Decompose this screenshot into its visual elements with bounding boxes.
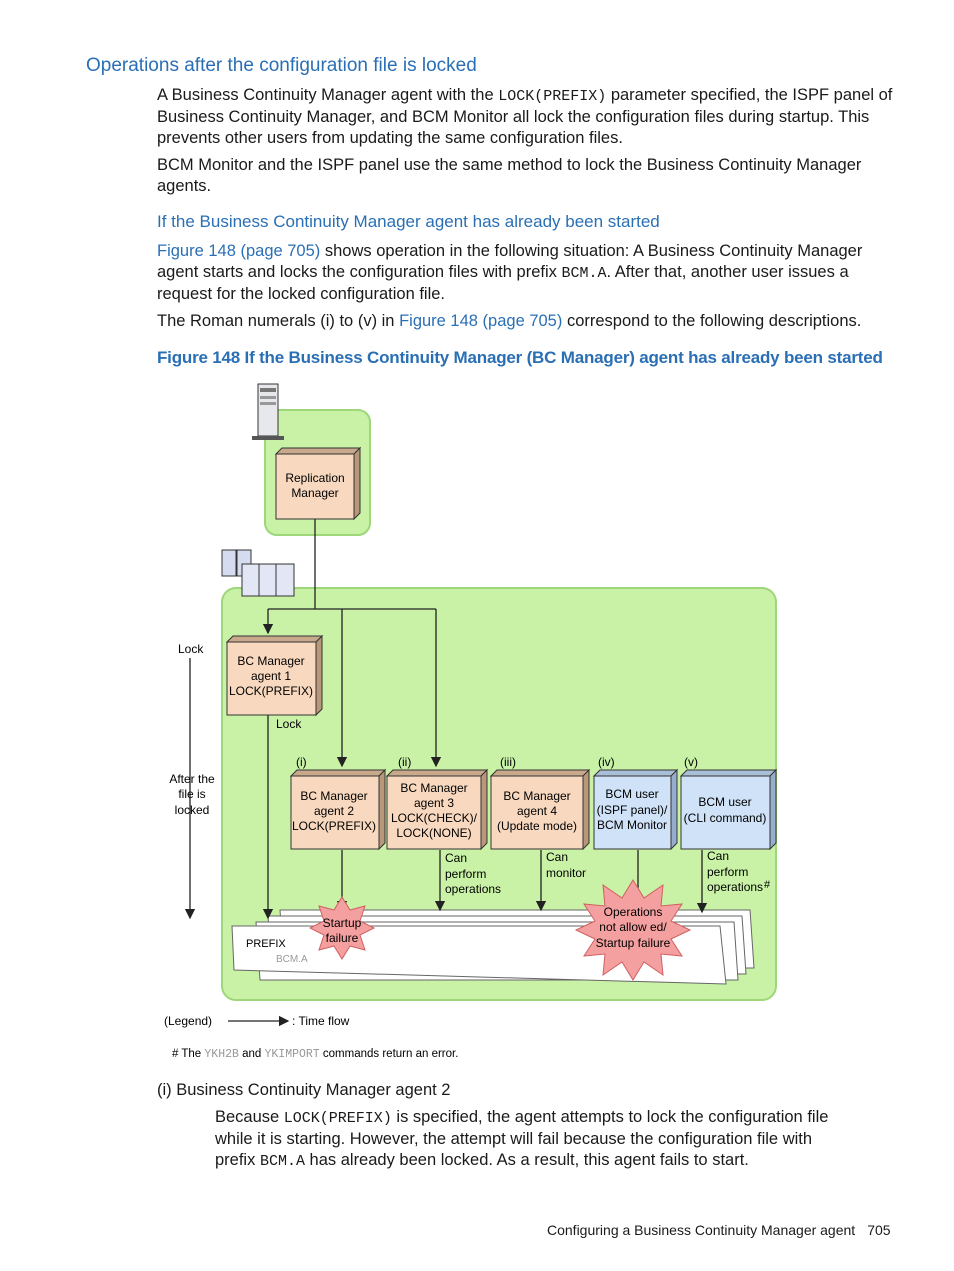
figure-link[interactable]: Figure 148 (page 705) bbox=[157, 242, 321, 260]
svg-text:perform: perform bbox=[445, 867, 486, 881]
subsection-title: If the Business Continuity Manager agent… bbox=[157, 212, 660, 231]
mainframe-icon bbox=[221, 549, 295, 597]
svg-text:failure: failure bbox=[326, 931, 359, 945]
lock-label: Lock bbox=[178, 642, 204, 656]
svg-text:monitor: monitor bbox=[546, 866, 586, 880]
definition-body: Because LOCK(PREFIX) is specified, the a… bbox=[215, 1108, 829, 1170]
bc-manager-agent-1-box: BC Manager agent 1 LOCK(PREFIX) bbox=[225, 634, 324, 717]
prefix-code: BCM.A bbox=[276, 954, 308, 965]
paragraph-1: A Business Continuity Manager agent with… bbox=[157, 86, 893, 147]
svg-text:Can: Can bbox=[546, 850, 568, 864]
note-can-perform-operations: Can perform operations bbox=[445, 851, 501, 896]
startup-failure-burst: Startup failure bbox=[308, 896, 376, 960]
svg-text:LOCK(CHECK)/: LOCK(CHECK)/ bbox=[391, 811, 478, 825]
svg-text:agent 1: agent 1 bbox=[251, 669, 291, 683]
svg-text:Can: Can bbox=[707, 849, 729, 863]
svg-text:BCM user: BCM user bbox=[605, 787, 658, 801]
svg-text:Startup failure: Startup failure bbox=[596, 936, 671, 950]
svg-text:Can: Can bbox=[445, 851, 467, 865]
figure-148-diagram: PREFIX BCM.A Replication Manager BC Mana… bbox=[164, 383, 778, 1061]
legend-label: (Legend) bbox=[164, 1014, 212, 1028]
paragraph-2: BCM Monitor and the ISPF panel use the s… bbox=[157, 156, 862, 195]
after-locked-label: After the bbox=[169, 772, 215, 786]
numeral-v: (v) bbox=[684, 755, 698, 769]
footer-title: Configuring a Business Continuity Manage… bbox=[547, 1222, 856, 1238]
svg-text:agent 3: agent 3 bbox=[414, 796, 454, 810]
svg-text:BC Manager: BC Manager bbox=[300, 789, 367, 803]
svg-text:LOCK(NONE): LOCK(NONE) bbox=[396, 826, 471, 840]
svg-text:(CLI command): (CLI command) bbox=[684, 811, 767, 825]
note-cli-can-perform: Can perform operations # bbox=[707, 849, 771, 894]
page-footer: Configuring a Business Continuity Manage… bbox=[547, 1222, 891, 1238]
section-title: Operations after the configuration file … bbox=[86, 55, 477, 76]
numeral-i: (i) bbox=[296, 755, 307, 769]
svg-text:#: # bbox=[764, 879, 771, 891]
svg-text:operations: operations bbox=[707, 880, 763, 894]
svg-text:LOCK(PREFIX): LOCK(PREFIX) bbox=[292, 819, 376, 833]
svg-text:perform: perform bbox=[707, 865, 748, 879]
page-number: 705 bbox=[867, 1222, 891, 1238]
numeral-iii: (iii) bbox=[500, 755, 516, 769]
bcm-user-cli-box: BCM user (CLI command) bbox=[679, 768, 778, 851]
numeral-iv: (iv) bbox=[598, 755, 615, 769]
svg-text:agent 2: agent 2 bbox=[314, 804, 354, 818]
figure-link[interactable]: Figure 148 (page 705) bbox=[399, 312, 563, 330]
definition-term: (i) Business Continuity Manager agent 2 bbox=[157, 1081, 451, 1099]
prefix-label: PREFIX bbox=[246, 938, 286, 950]
svg-text:BC Manager: BC Manager bbox=[237, 654, 304, 668]
bcm-user-ispf-box: BCM user (ISPF panel)/ BCM Monitor bbox=[592, 768, 679, 851]
after-locked-label: locked bbox=[175, 803, 210, 817]
bc-manager-agent-3-box: BC Manager agent 3 LOCK(CHECK)/ LOCK(NON… bbox=[385, 768, 489, 851]
server-icon bbox=[252, 383, 284, 440]
svg-text:agent 4: agent 4 bbox=[517, 804, 557, 818]
numeral-ii: (ii) bbox=[398, 755, 411, 769]
svg-text:Operations: Operations bbox=[604, 905, 663, 919]
bc-manager-agent-4-box: BC Manager agent 4 (Update mode) bbox=[489, 768, 591, 851]
svg-text:Startup: Startup bbox=[323, 916, 362, 930]
paragraph-3: Figure 148 (page 705) shows operation in… bbox=[157, 242, 863, 303]
svg-text:BCM user: BCM user bbox=[698, 795, 751, 809]
svg-text:Replication: Replication bbox=[285, 471, 344, 485]
note-can-monitor: Can monitor bbox=[546, 850, 586, 880]
svg-text:operations: operations bbox=[445, 882, 501, 896]
after-locked-label: file is bbox=[178, 787, 205, 801]
svg-text:not allow ed/: not allow ed/ bbox=[599, 920, 667, 934]
lock-under-label: Lock bbox=[276, 717, 302, 731]
svg-text:(Update mode): (Update mode) bbox=[497, 819, 577, 833]
figure-caption: Figure 148 If the Business Continuity Ma… bbox=[157, 348, 883, 367]
legend-text: : Time flow bbox=[292, 1014, 350, 1028]
operations-not-allowed-burst: Operations not allow ed/ Startup failure bbox=[574, 879, 692, 981]
svg-text:BC Manager: BC Manager bbox=[503, 789, 570, 803]
svg-text:Manager: Manager bbox=[291, 486, 338, 500]
svg-text:BC Manager: BC Manager bbox=[400, 781, 467, 795]
svg-text:BCM Monitor: BCM Monitor bbox=[597, 818, 667, 832]
footnote: # The YKH2B and YKIMPORT commands return… bbox=[172, 1048, 458, 1061]
paragraph-4: The Roman numerals (i) to (v) in Figure … bbox=[157, 312, 862, 330]
replication-manager-box: Replication Manager bbox=[274, 446, 362, 521]
svg-text:(ISPF panel)/: (ISPF panel)/ bbox=[597, 803, 668, 817]
svg-text:LOCK(PREFIX): LOCK(PREFIX) bbox=[229, 684, 313, 698]
bc-manager-agent-2-box: BC Manager agent 2 LOCK(PREFIX) bbox=[289, 768, 387, 851]
